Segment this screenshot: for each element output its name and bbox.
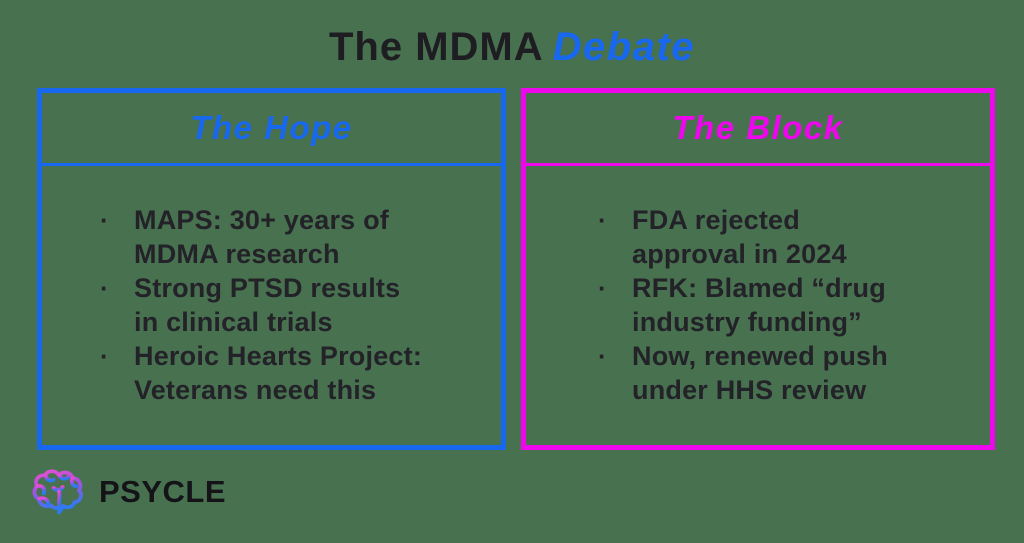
block-box-header: The Block <box>526 93 990 166</box>
bullet-line: Now, renewed push <box>632 341 888 371</box>
list-item: · Heroic Hearts Project: Veterans need t… <box>100 339 491 407</box>
bullet-line: MAPS: 30+ years of <box>134 205 389 235</box>
list-item: · Now, renewed push under HHS review <box>598 339 980 407</box>
bullet-line: under HHS review <box>632 375 867 405</box>
brain-icon <box>32 468 83 514</box>
bullet-text: FDA rejected approval in 2024 <box>632 203 847 271</box>
bullet-text: RFK: Blamed “drug industry funding” <box>632 271 886 339</box>
bullet-icon: · <box>598 205 607 235</box>
bullet-text: Heroic Hearts Project: Veterans need thi… <box>134 339 422 407</box>
block-bullet-list: · FDA rejected approval in 2024 · RFK: B… <box>526 166 990 407</box>
bullet-line: industry funding” <box>632 307 862 337</box>
brand-name: PSYCLE <box>99 474 227 509</box>
list-item: · RFK: Blamed “drug industry funding” <box>598 271 980 339</box>
bullet-text: Now, renewed push under HHS review <box>632 339 888 407</box>
hope-bullet-list: · MAPS: 30+ years of MDMA research · Str… <box>42 166 501 407</box>
bullet-line: Veterans need this <box>134 375 377 405</box>
bullet-icon: · <box>100 205 109 235</box>
brand-footer: PSYCLE <box>31 462 226 522</box>
list-item: · FDA rejected approval in 2024 <box>598 203 980 271</box>
title-highlight: Debate <box>552 25 696 69</box>
bullet-icon: · <box>100 341 109 371</box>
list-item: · Strong PTSD results in clinical trials <box>100 271 491 339</box>
bullet-line: Strong PTSD results <box>134 273 401 303</box>
block-box: The Block · FDA rejected approval in 202… <box>521 88 995 450</box>
list-item: · MAPS: 30+ years of MDMA research <box>100 203 491 271</box>
bullet-text: MAPS: 30+ years of MDMA research <box>134 203 389 271</box>
bullet-text: Strong PTSD results in clinical trials <box>134 271 400 339</box>
hope-box: The Hope · MAPS: 30+ years of MDMA resea… <box>37 88 506 450</box>
bullet-line: Heroic Hearts Project: <box>134 341 423 371</box>
bullet-icon: · <box>598 341 607 371</box>
bullet-line: RFK: Blamed “drug <box>632 273 886 303</box>
bullet-line: approval in 2024 <box>632 239 847 269</box>
title-prefix: The MDMA <box>328 25 544 69</box>
hope-box-header: The Hope <box>42 93 501 166</box>
bullet-icon: · <box>100 273 109 303</box>
bullet-line: MDMA research <box>134 239 340 269</box>
bullet-icon: · <box>598 273 607 303</box>
bullet-line: FDA rejected <box>632 205 800 235</box>
bullet-line: in clinical trials <box>134 307 333 337</box>
